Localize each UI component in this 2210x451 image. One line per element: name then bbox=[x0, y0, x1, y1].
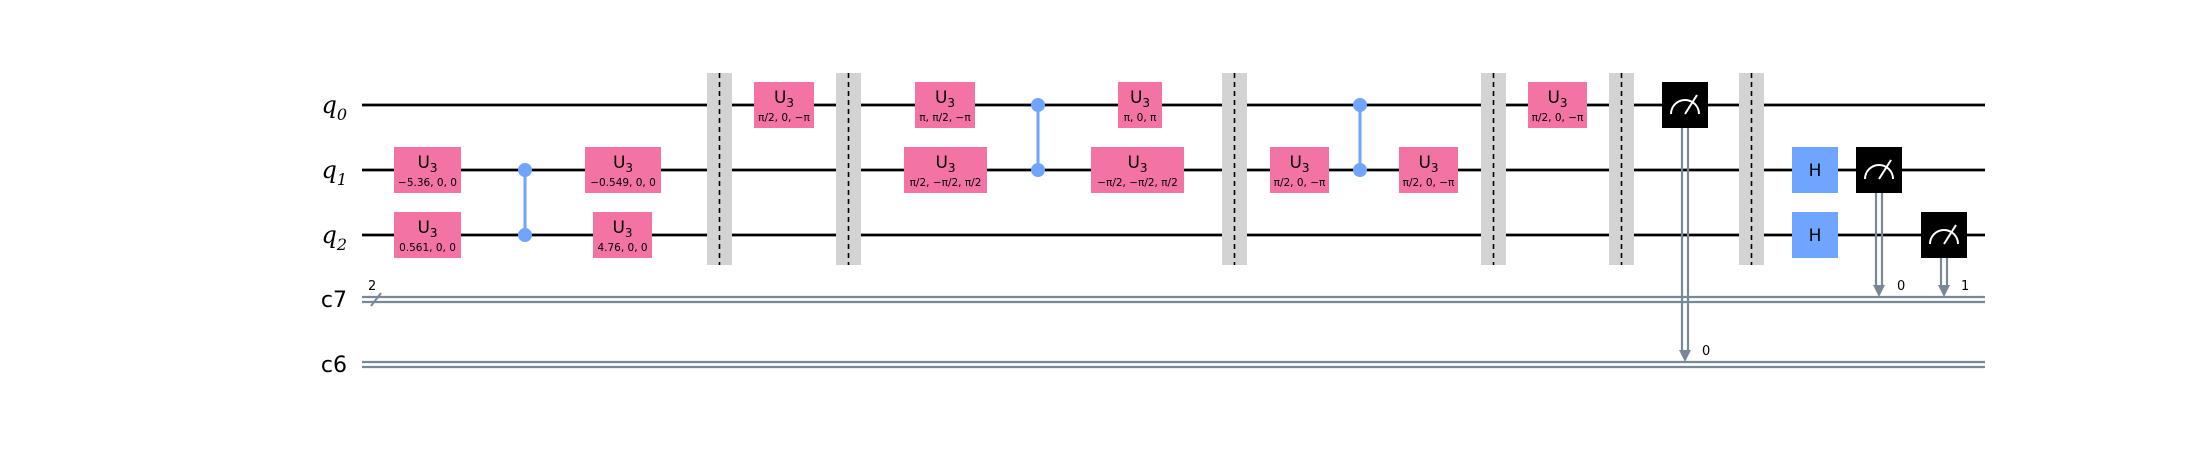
svg-text:U3: U3 bbox=[1289, 153, 1309, 175]
svg-text:π/2, 0, −π: π/2, 0, −π bbox=[1532, 112, 1584, 124]
u3-gate: U3 π/2, −π/2, π/2 bbox=[904, 147, 987, 193]
measure-q2: 1 bbox=[1921, 212, 1969, 297]
svg-text:U3: U3 bbox=[612, 218, 632, 240]
u3-gate: U3 −0.549, 0, 0 bbox=[585, 147, 661, 193]
register-label-q1: q1 bbox=[321, 156, 347, 189]
u3-gate: U3 0.561, 0, 0 bbox=[394, 212, 461, 258]
u3-gate: U3 4.76, 0, 0 bbox=[593, 212, 652, 258]
cz-gate-3 bbox=[1353, 98, 1367, 177]
register-label-c7: c7 bbox=[321, 288, 347, 313]
svg-text:U3: U3 bbox=[1130, 88, 1150, 110]
register-label-q0: q0 bbox=[321, 91, 347, 124]
register-label-c6: c6 bbox=[321, 353, 347, 378]
u3-gate: U3 π, 0, π bbox=[1118, 82, 1162, 128]
cz-gate-2 bbox=[1031, 98, 1045, 177]
u3-gate: U3 π/2, 0, −π bbox=[1270, 147, 1329, 193]
svg-text:U3: U3 bbox=[613, 153, 633, 175]
svg-text:π, 0, π: π, 0, π bbox=[1124, 112, 1157, 124]
barrier-5 bbox=[1609, 73, 1634, 265]
register-label-q2: q2 bbox=[321, 221, 347, 254]
svg-text:U3: U3 bbox=[935, 153, 955, 175]
svg-text:−5.36, 0, 0: −5.36, 0, 0 bbox=[398, 177, 457, 189]
svg-text:4.76, 0, 0: 4.76, 0, 0 bbox=[597, 242, 647, 254]
svg-text:−π/2, −π/2, π/2: −π/2, −π/2, π/2 bbox=[1097, 177, 1178, 189]
measure-q1: 0 bbox=[1856, 147, 1905, 297]
svg-text:π/2, −π/2, π/2: π/2, −π/2, π/2 bbox=[910, 177, 982, 189]
u3-gate: U3 −5.36, 0, 0 bbox=[394, 147, 461, 193]
svg-text:U3: U3 bbox=[417, 153, 437, 175]
barrier-1 bbox=[707, 73, 732, 265]
bundle-size-c7: 2 bbox=[368, 279, 376, 294]
barrier-3 bbox=[1222, 73, 1247, 265]
svg-text:π/2, 0, −π: π/2, 0, −π bbox=[1274, 177, 1326, 189]
u3-gate: U3 π/2, 0, −π bbox=[754, 82, 814, 128]
u3-gate: U3 π/2, 0, −π bbox=[1399, 147, 1458, 193]
measure-q0: 0 bbox=[1662, 82, 1710, 362]
svg-text:U3: U3 bbox=[1547, 88, 1567, 110]
svg-text:U3: U3 bbox=[774, 88, 794, 110]
svg-text:π, π/2, −π: π, π/2, −π bbox=[919, 112, 971, 124]
barrier-2 bbox=[836, 73, 861, 265]
u3-gate: U3 π/2, 0, −π bbox=[1528, 82, 1587, 128]
cz-gate-1 bbox=[518, 163, 532, 242]
svg-text:U3: U3 bbox=[935, 88, 955, 110]
wire-c7 bbox=[362, 295, 1985, 304]
u3-gate: U3 π, π/2, −π bbox=[915, 82, 975, 128]
bundle-slash-c7 bbox=[370, 292, 382, 307]
svg-text:H: H bbox=[1809, 226, 1822, 246]
u3-gate: U3 −π/2, −π/2, π/2 bbox=[1091, 147, 1184, 193]
svg-text:0: 0 bbox=[1702, 344, 1710, 359]
h-gate: H bbox=[1792, 212, 1838, 258]
svg-text:U3: U3 bbox=[1418, 153, 1438, 175]
svg-text:U3: U3 bbox=[417, 218, 437, 240]
svg-text:0: 0 bbox=[1897, 279, 1905, 294]
wire-c6 bbox=[362, 360, 1985, 369]
svg-text:H: H bbox=[1809, 161, 1822, 181]
svg-text:π/2, 0, −π: π/2, 0, −π bbox=[758, 112, 810, 124]
svg-text:−0.549, 0, 0: −0.549, 0, 0 bbox=[590, 177, 656, 189]
svg-text:1: 1 bbox=[1961, 279, 1969, 294]
svg-text:0.561, 0, 0: 0.561, 0, 0 bbox=[399, 242, 456, 254]
barrier-4 bbox=[1481, 73, 1506, 265]
barrier-6 bbox=[1739, 73, 1764, 265]
svg-text:π/2, 0, −π: π/2, 0, −π bbox=[1403, 177, 1455, 189]
svg-text:U3: U3 bbox=[1127, 153, 1147, 175]
h-gate: H bbox=[1792, 147, 1838, 193]
